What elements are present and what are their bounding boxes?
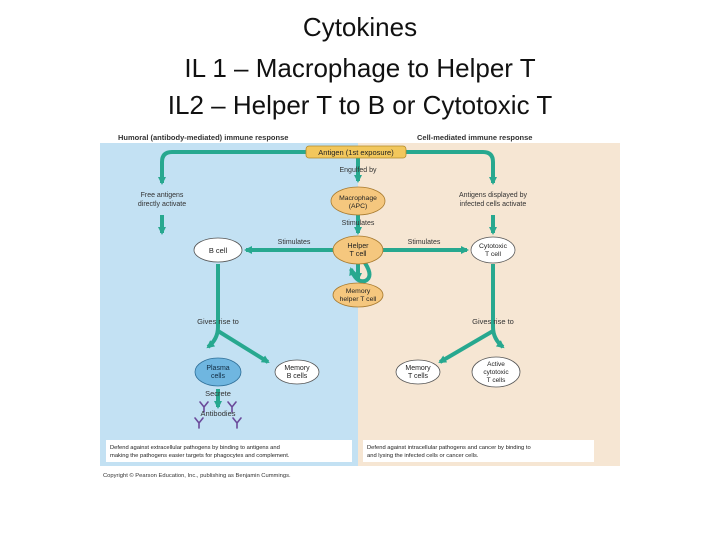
memory-t-label-line1: Memory xyxy=(405,365,431,372)
antigen-label: Antigen (1st exposure) xyxy=(318,148,394,157)
plasma-label-line1: Plasma xyxy=(206,365,229,372)
memory-b-cells xyxy=(274,359,320,385)
free-antigens-label-line1: Free antigens xyxy=(141,192,184,199)
plasma-label-line2: cells xyxy=(211,373,226,380)
macrophage-label-line1: Macrophage xyxy=(339,195,377,202)
stimulates-center-label: Stimulates xyxy=(342,220,375,227)
humoral-summary-line1: Defend against extracellular pathogens b… xyxy=(110,445,280,451)
active-cytotoxic-t-cells xyxy=(471,356,521,388)
memory-b-label-line2: B cells xyxy=(287,373,308,380)
helper-t-cell xyxy=(332,235,384,265)
antibodies-icon xyxy=(194,401,242,429)
copyright-text: Copyright © Pearson Education, Inc., pub… xyxy=(103,472,291,479)
humoral-summary-box xyxy=(106,440,352,462)
stimulates-right-label: Stimulates xyxy=(408,239,441,246)
arrow-cytotoxic-to-memory-t xyxy=(438,329,495,364)
immune-response-diagram: Humoral (antibody-mediated) immune respo… xyxy=(100,131,620,483)
arrow-b-cell-to-plasma xyxy=(206,264,220,349)
active-ctl-label-line3: T cells xyxy=(487,377,506,384)
humoral-panel xyxy=(100,131,358,466)
b-cell-label: B cell xyxy=(209,246,228,255)
helper-t-label-line1: Helper xyxy=(347,241,369,250)
memory-t-label-line2: T cells xyxy=(408,373,429,380)
antigens-displayed-label-line1: Antigens displayed by xyxy=(459,192,528,199)
b-cell xyxy=(193,237,243,263)
footer-band xyxy=(100,466,620,483)
cytotoxic-t-label-line1: Cytotoxic xyxy=(479,243,508,250)
arrow-cytotoxic-to-active xyxy=(491,264,505,349)
cell-mediated-header: Cell-mediated immune response xyxy=(417,133,532,142)
plasma-cells xyxy=(194,357,242,387)
cytotoxic-t-label-line2: T cell xyxy=(485,251,502,258)
header-band xyxy=(100,131,620,143)
memory-helper-label-line2: helper T cell xyxy=(340,296,377,303)
slide-title-line-1: Cytokines xyxy=(302,12,418,42)
antigens-displayed-label-line2: infected cells activate xyxy=(460,201,527,208)
memory-helper-t-cell xyxy=(332,282,384,308)
arrow-antigen-to-free-antigens xyxy=(158,150,306,185)
antibodies-label: Antibodies xyxy=(200,409,235,418)
slide-title-line-3: IL2 – Helper T to B or Cytotoxic T xyxy=(167,90,553,120)
slide-title-line-2: IL 1 – Macrophage to Helper T xyxy=(184,53,536,83)
connector-arrows xyxy=(158,150,505,409)
arrow-antigen-to-displayed-antigens xyxy=(406,150,497,185)
arrow-b-cell-to-memory-b xyxy=(216,329,270,364)
gives-rise-left-label: Gives rise to xyxy=(197,317,239,326)
engulfed-by-label: Engulfed by xyxy=(340,167,377,174)
humoral-header: Humoral (antibody-mediated) immune respo… xyxy=(118,133,288,142)
memory-t-cells xyxy=(395,359,441,385)
secrete-label: Secrete xyxy=(205,389,231,398)
cytotoxic-t-cell xyxy=(470,236,516,264)
memory-helper-label-line1: Memory xyxy=(346,288,371,295)
free-antigens-label-line2: directly activate xyxy=(138,201,186,208)
cell-mediated-panel xyxy=(358,131,620,466)
cell-summary-line2: and lysing the infected cells or cancer … xyxy=(367,453,479,459)
stimulates-left-label: Stimulates xyxy=(278,239,311,246)
cell-summary-box xyxy=(363,440,594,462)
cell-summary-line1: Defend against intracellular pathogens a… xyxy=(367,445,531,451)
active-ctl-label-line1: Active xyxy=(487,361,505,368)
macrophage-label-line2: (APC) xyxy=(349,203,368,210)
antigen-box xyxy=(305,145,407,159)
memory-b-label-line1: Memory xyxy=(284,365,310,372)
macrophage-cell xyxy=(330,186,386,216)
humoral-summary-line2: making the pathogens easier targets for … xyxy=(110,453,290,459)
active-ctl-label-line2: cytotoxic xyxy=(483,369,509,376)
helper-t-label-line2: T cell xyxy=(349,249,366,258)
gives-rise-right-label: Gives rise to xyxy=(472,317,514,326)
